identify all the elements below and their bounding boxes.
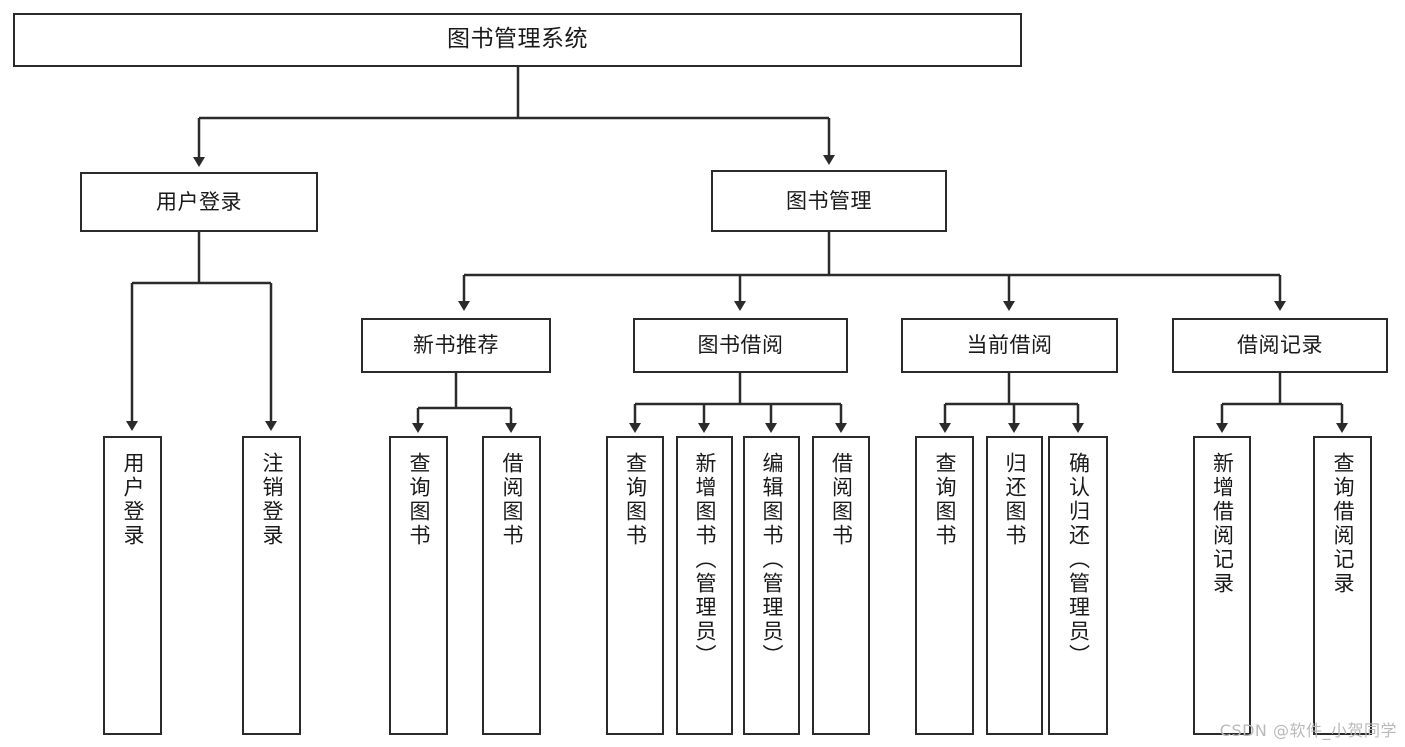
leaf-query-borrow-record[interactable]: 查询借阅记录 [1313, 436, 1372, 735]
leaf-borrow-book-recommend[interactable]: 借阅图书 [482, 436, 541, 735]
node-book-management[interactable]: 图书管理 [711, 170, 947, 232]
node-label: 图书借阅 [697, 333, 784, 358]
leaf-query-book-current[interactable]: 查询图书 [915, 436, 974, 735]
node-label: 新书推荐 [413, 333, 499, 358]
leaf-edit-book-admin[interactable]: 编辑图书（管理员） [743, 436, 800, 735]
node-book-borrow[interactable]: 图书借阅 [633, 318, 848, 373]
node-label: 确认归还（管理员） [1066, 452, 1091, 668]
leaf-user-login[interactable]: 用户登录 [103, 436, 162, 735]
node-label: 编辑图书（管理员） [760, 452, 784, 668]
node-label: 查询图书 [933, 452, 957, 548]
node-label: 查询图书 [623, 452, 648, 548]
node-book-management-system[interactable]: 图书管理系统 [13, 13, 1022, 67]
node-label: 新增借阅记录 [1210, 452, 1235, 596]
leaf-confirm-return-admin[interactable]: 确认归还（管理员） [1048, 436, 1108, 735]
node-label: 归还图书 [1003, 452, 1027, 548]
node-borrow-record[interactable]: 借阅记录 [1172, 318, 1388, 373]
node-user-login[interactable]: 用户登录 [80, 172, 318, 232]
node-label: 图书管理 [786, 188, 872, 213]
node-label: 当前借阅 [966, 333, 1053, 358]
node-label: 借阅记录 [1237, 333, 1323, 358]
node-label: 注销登录 [260, 452, 284, 548]
leaf-add-borrow-record[interactable]: 新增借阅记录 [1193, 436, 1251, 735]
leaf-logout-login[interactable]: 注销登录 [242, 436, 301, 735]
leaf-return-book[interactable]: 归还图书 [986, 436, 1043, 735]
node-label: 用户登录 [156, 189, 242, 214]
leaf-query-book-recommend[interactable]: 查询图书 [389, 436, 448, 735]
node-label: 查询图书 [407, 452, 431, 548]
node-label: 查询借阅记录 [1331, 452, 1355, 596]
leaf-borrow-book[interactable]: 借阅图书 [812, 436, 870, 735]
leaf-query-book-borrow[interactable]: 查询图书 [606, 436, 664, 735]
leaf-add-book-admin[interactable]: 新增图书（管理员） [676, 436, 733, 735]
node-label: 借阅图书 [500, 452, 524, 548]
node-label: 用户登录 [121, 452, 145, 548]
node-current-borrow[interactable]: 当前借阅 [901, 318, 1118, 373]
node-label: 新增图书（管理员） [693, 452, 717, 668]
node-new-book-recommend[interactable]: 新书推荐 [361, 318, 551, 373]
node-label: 借阅图书 [829, 452, 854, 548]
watermark-text: CSDN @软件_小贺同学 [1219, 721, 1397, 740]
node-label: 图书管理系统 [447, 26, 588, 53]
